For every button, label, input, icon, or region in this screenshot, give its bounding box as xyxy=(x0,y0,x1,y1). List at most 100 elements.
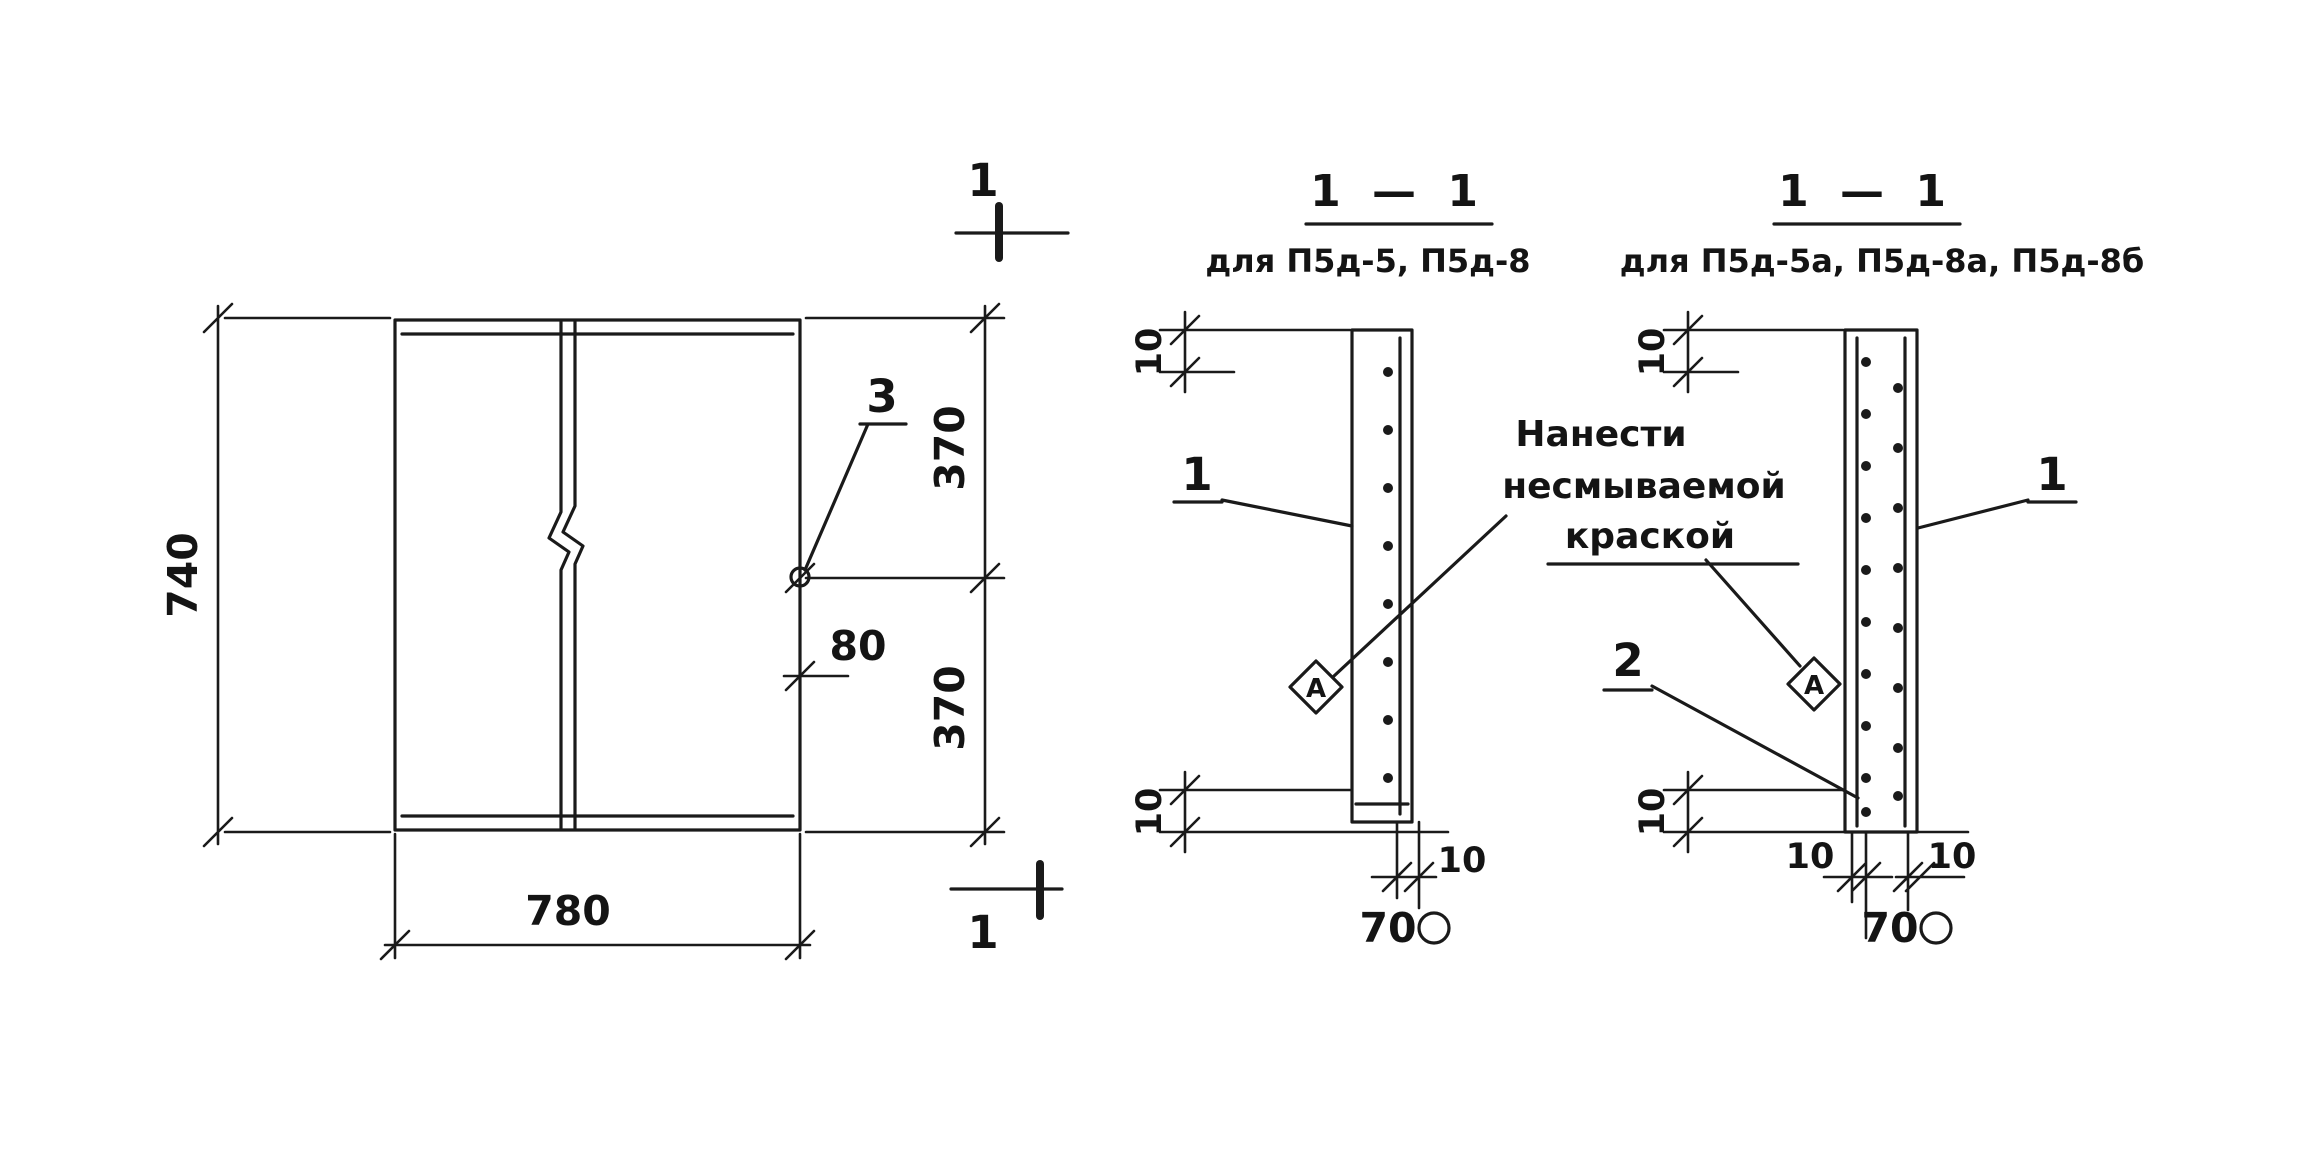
section-right-bottom-detail: 10 10 70 xyxy=(1786,830,1977,952)
dim-70-label: 70 xyxy=(1359,904,1416,952)
rebar-dot xyxy=(1861,807,1871,817)
rebar-dot xyxy=(1861,773,1871,783)
section-right-dim-bottom-10: 10 xyxy=(1633,770,1970,854)
dim-740: 740 xyxy=(159,302,392,848)
section-mark-bottom-label: 1 xyxy=(967,906,998,959)
section-left-title: 1 — 1 xyxy=(1310,166,1486,217)
hole-circle xyxy=(1417,911,1451,945)
dim-lines xyxy=(1662,310,1845,394)
section-left-subtitle: для П5д-5, П5д-8 xyxy=(1205,242,1530,280)
callout-3-leader xyxy=(803,422,908,572)
dim-370-370: 370 370 xyxy=(804,302,1006,848)
section-right-callout-1: 1 xyxy=(1916,448,2078,530)
bottom-detail-lines xyxy=(1822,830,1966,940)
dim-780-lines xyxy=(379,832,816,961)
dim-80-label: 80 xyxy=(829,622,886,670)
rebar-dot xyxy=(1383,657,1393,667)
section-right-rebar-dots xyxy=(1861,357,1903,817)
rebar-dot xyxy=(1861,461,1871,471)
note-line-2: несмываемой xyxy=(1502,466,1785,507)
callout-1-label: 1 xyxy=(2036,448,2067,501)
rebar-dot xyxy=(1893,743,1903,753)
note-line-1: Нанести xyxy=(1515,414,1686,455)
section-right-subtitle: для П5д-5а, П5д-8а, П5д-8б xyxy=(1620,242,2144,280)
section-left-paint-marker: А xyxy=(1288,659,1344,715)
rebar-dot xyxy=(1383,483,1393,493)
dim-width-10-left-label: 10 xyxy=(1786,837,1835,877)
dim-370-bottom-label: 370 xyxy=(926,665,974,751)
paint-marker-letter: А xyxy=(1804,671,1824,701)
paint-marker-letter: А xyxy=(1306,674,1326,704)
section-right-callout-2: 2 xyxy=(1602,634,1860,800)
section-left-rebar-dots xyxy=(1383,367,1393,783)
dim-width-10-label: 10 xyxy=(1438,841,1487,881)
section-left-dim-bottom-10: 10 xyxy=(1130,770,1450,854)
dim-lines xyxy=(1158,310,1352,394)
dim-bottom-10-label: 10 xyxy=(1633,788,1673,837)
dim-370-lines xyxy=(804,302,1006,848)
rebar-dot xyxy=(1893,443,1903,453)
dim-740-lines xyxy=(202,302,392,848)
paint-note: Нанести несмываемой краской xyxy=(1332,414,1802,678)
section-right-paint-marker: А xyxy=(1786,656,1842,712)
dim-80-lines xyxy=(782,562,850,692)
plan-view: 1 1 740 370 370 80 780 xyxy=(159,154,1070,961)
section-left-callout-1: 1 xyxy=(1172,448,1354,528)
note-line-3: краской xyxy=(1565,516,1735,557)
rebar-dot xyxy=(1383,773,1393,783)
dim-740-label: 740 xyxy=(159,532,207,618)
section-mark-bottom: 1 xyxy=(949,860,1064,959)
dim-top-10-label: 10 xyxy=(1633,328,1673,377)
dim-70-label: 70 xyxy=(1861,904,1918,952)
section-mark-top-label: 1 xyxy=(967,154,998,207)
callout-3-label: 3 xyxy=(866,370,897,423)
rebar-dot xyxy=(1383,541,1393,551)
bottom-detail-lines xyxy=(1370,820,1438,910)
dim-370-top-label: 370 xyxy=(926,405,974,491)
section-right-title: 1 — 1 xyxy=(1778,166,1954,217)
note-leaders xyxy=(1332,514,1802,678)
dim-top-10-label: 10 xyxy=(1130,328,1170,377)
callout-2-leader xyxy=(1602,684,1860,800)
dim-80: 80 xyxy=(782,562,887,692)
callout-2-label: 2 xyxy=(1612,634,1643,687)
section-mark-top: 1 xyxy=(954,154,1070,262)
rebar-dot xyxy=(1861,513,1871,523)
rebar-dot xyxy=(1893,383,1903,393)
section-left-panel xyxy=(1350,328,1414,824)
callout-1-label: 1 xyxy=(1181,448,1212,501)
rebar-dot xyxy=(1861,617,1871,627)
callout-1-leader xyxy=(1172,498,1354,528)
dim-bottom-10-label: 10 xyxy=(1130,788,1170,837)
paint-marker-diamond xyxy=(1288,659,1344,715)
plan-outline xyxy=(393,318,802,832)
rebar-dot xyxy=(1861,357,1871,367)
rebar-dot xyxy=(1893,791,1903,801)
rebar-dot xyxy=(1893,623,1903,633)
section-left: 1 — 1 для П5д-5, П5д-8 10 1 10 xyxy=(1130,166,1531,952)
section-left-bottom-detail: 10 70 xyxy=(1359,820,1487,952)
rebar-dot xyxy=(1893,503,1903,513)
dim-lines xyxy=(1662,770,1970,854)
dim-width-10-right-label: 10 xyxy=(1928,837,1977,877)
rebar-dot xyxy=(1383,367,1393,377)
rebar-dot xyxy=(1861,565,1871,575)
rebar-dot xyxy=(1383,715,1393,725)
hole-circle xyxy=(1919,911,1953,945)
section-right-panel xyxy=(1843,328,1919,834)
rebar-dot xyxy=(1893,563,1903,573)
section-right: 1 — 1 для П5д-5а, П5д-8а, П5д-8б xyxy=(1602,166,2144,952)
rebar-dot xyxy=(1861,669,1871,679)
rebar-dot xyxy=(1861,721,1871,731)
rebar-dot xyxy=(1383,599,1393,609)
callout-3: 3 xyxy=(803,370,908,572)
rebar-dot xyxy=(1383,425,1393,435)
dim-lines xyxy=(1158,770,1450,854)
paint-marker-diamond xyxy=(1786,656,1842,712)
callout-1-leader xyxy=(1916,498,2078,530)
break-line xyxy=(547,320,585,830)
dim-780-label: 780 xyxy=(525,887,611,935)
rebar-dot xyxy=(1861,409,1871,419)
